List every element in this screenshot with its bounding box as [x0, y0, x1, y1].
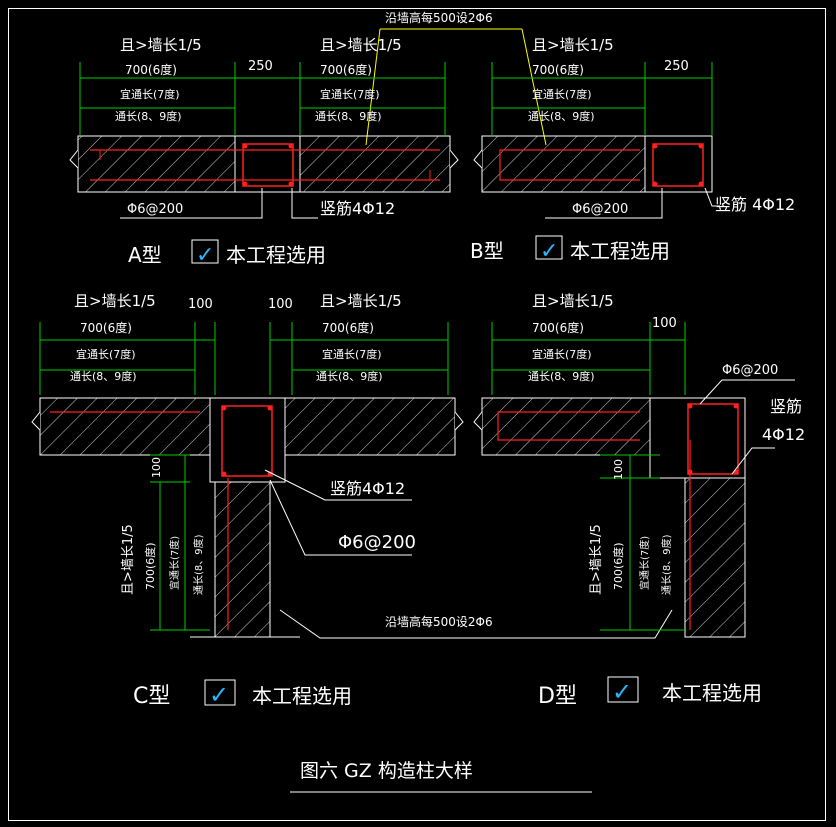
type-c-len89-right: 通长(8、9度): [316, 369, 383, 383]
type-a-check-icon: ✓: [196, 243, 214, 268]
type-d-len89: 通长(8、9度): [528, 369, 595, 383]
type-c-stirrup-label: Φ6@200: [338, 532, 416, 553]
type-c-len700-left: 700(6度): [80, 320, 132, 335]
type-c-selected-label: C型: [133, 684, 170, 709]
type-a-len7-left: 宜通长(7度): [120, 87, 180, 101]
type-d-len89-vertical: 通长(8、9度): [660, 534, 673, 595]
figure-title: 图六 GZ 构造柱大样: [300, 760, 473, 782]
type-c-len7-right: 宜通长(7度): [322, 347, 382, 361]
type-c-len89-left: 通长(8、9度): [70, 369, 137, 383]
mid-note-text: 沿墙高每500设2Φ6: [385, 614, 493, 629]
top-note-text: 沿墙高每500设2Φ6: [385, 10, 493, 25]
type-c-check-icon: ✓: [209, 681, 229, 709]
type-c-stirrup: [221, 405, 273, 477]
type-a-ratio-left: 且>墙长1/5: [120, 36, 202, 54]
type-d-vbar-label-1: 竖筋: [770, 397, 802, 416]
top-note-group: 沿墙高每500设2Φ6: [365, 10, 547, 146]
type-c-len700-vertical: 700(6度): [143, 542, 157, 590]
type-c-len89-vertical: 通长(8、9度): [192, 534, 205, 595]
type-a-bar-3: [242, 181, 248, 187]
type-a-ratio-right: 且>墙长1/5: [320, 36, 402, 54]
type-c-ratio-left: 且>墙长1/5: [74, 292, 156, 310]
type-b-checkbox[interactable]: [535, 235, 563, 260]
type-b-check-icon: ✓: [540, 239, 558, 264]
type-d-checkbox[interactable]: [607, 676, 639, 703]
type-a-bar-4: [288, 181, 294, 187]
type-d-ratio-vertical: 且>墙长1/5: [589, 524, 604, 595]
type-c-wall-vertical: [214, 481, 271, 638]
type-c-len700-right: 700(6度): [322, 320, 374, 335]
type-d-selected-text: 本工程选用: [662, 681, 762, 705]
type-c-dim100-left: 100: [188, 297, 213, 312]
type-c-len7-left: 宜通长(7度): [76, 347, 136, 361]
type-a-stirrup: [242, 143, 294, 187]
type-c-len7-vertical: 宜通长(7度): [168, 536, 181, 590]
type-a-len700-right: 700(6度): [320, 62, 372, 77]
type-d-len7: 宜通长(7度): [532, 347, 592, 361]
type-d-vbar-label-2: 4Φ12: [762, 425, 805, 444]
type-a-vbar-label: 竖筋4Φ12: [320, 199, 395, 218]
type-c-selected-text: 本工程选用: [252, 684, 352, 708]
type-a-dim250: 250: [248, 59, 273, 74]
type-b-stirrup-label: Φ6@200: [572, 202, 628, 217]
type-b-stirrup: [652, 143, 704, 187]
type-d-stirrup-label: Φ6@200: [722, 363, 778, 378]
type-d-rebar: [497, 411, 640, 441]
type-b-len7: 宜通长(7度): [532, 87, 592, 101]
type-d-check-icon: ✓: [612, 678, 632, 706]
type-c-dim100-vertical: 100: [150, 457, 163, 478]
type-a-len89-right: 通长(8、9度): [315, 109, 382, 123]
type-a-selected-text: 本工程选用: [226, 243, 326, 267]
type-d-dim100-vertical: 100: [612, 459, 625, 480]
type-a-checkbox[interactable]: [191, 239, 219, 264]
top-note-leader-right: [521, 28, 547, 146]
type-b-label: B型: [470, 239, 504, 263]
type-c-vbar-label: 竖筋4Φ12: [330, 479, 405, 498]
type-c-detail: 且>墙长1/5 且>墙长1/5 100 100 700(6度) 700(6度) …: [31, 292, 464, 709]
type-d-dim100: 100: [652, 316, 677, 331]
type-d-detail: 且>墙长1/5 100 700(6度) 宜通长(7度) 通长(8、9度) 100…: [473, 292, 805, 709]
type-a-len7-right: 宜通长(7度): [320, 87, 380, 101]
type-c-ratio-vertical: 且>墙长1/5: [121, 524, 136, 595]
type-a-bar-2: [288, 143, 294, 149]
type-c-dim100-right: 100: [268, 297, 293, 312]
type-b-ratio: 且>墙长1/5: [532, 36, 614, 54]
type-a-label: A型: [128, 243, 162, 267]
type-d-ratio: 且>墙长1/5: [532, 292, 614, 310]
type-c-checkbox[interactable]: [204, 679, 236, 706]
type-a-detail: 且>墙长1/5 且>墙长1/5 700(6度) 250 700(6度) 宜通长(…: [69, 36, 459, 268]
type-d-len700-vertical: 700(6度): [611, 542, 625, 590]
type-d-len700: 700(6度): [532, 320, 584, 335]
mid-note-group: 沿墙高每500设2Φ6: [279, 609, 673, 639]
type-b-len700: 700(6度): [532, 62, 584, 77]
type-c-ratio-right: 且>墙长1/5: [320, 292, 402, 310]
top-note-leader-left: [365, 28, 381, 146]
type-d-len7-vertical: 宜通长(7度): [638, 536, 651, 590]
type-a-len89-left: 通长(8、9度): [115, 109, 182, 123]
type-d-stirrup: [687, 403, 739, 475]
type-b-vbar-label: 竖筋 4Φ12: [715, 195, 795, 214]
type-a-bar-1: [242, 143, 248, 149]
type-b-selected-text: 本工程选用: [570, 239, 670, 263]
type-a-len700-left: 700(6度): [125, 62, 177, 77]
type-b-len89: 通长(8、9度): [528, 109, 595, 123]
type-b-rebar: [499, 149, 640, 181]
type-d-column: [649, 397, 746, 479]
type-b-detail: 且>墙长1/5 700(6度) 250 宜通长(7度) 通长(8、9度) Φ6@…: [470, 36, 795, 264]
type-a-stirrup-label: Φ6@200: [127, 202, 183, 217]
type-b-dim250: 250: [664, 59, 689, 74]
type-d-label: D型: [538, 684, 577, 709]
